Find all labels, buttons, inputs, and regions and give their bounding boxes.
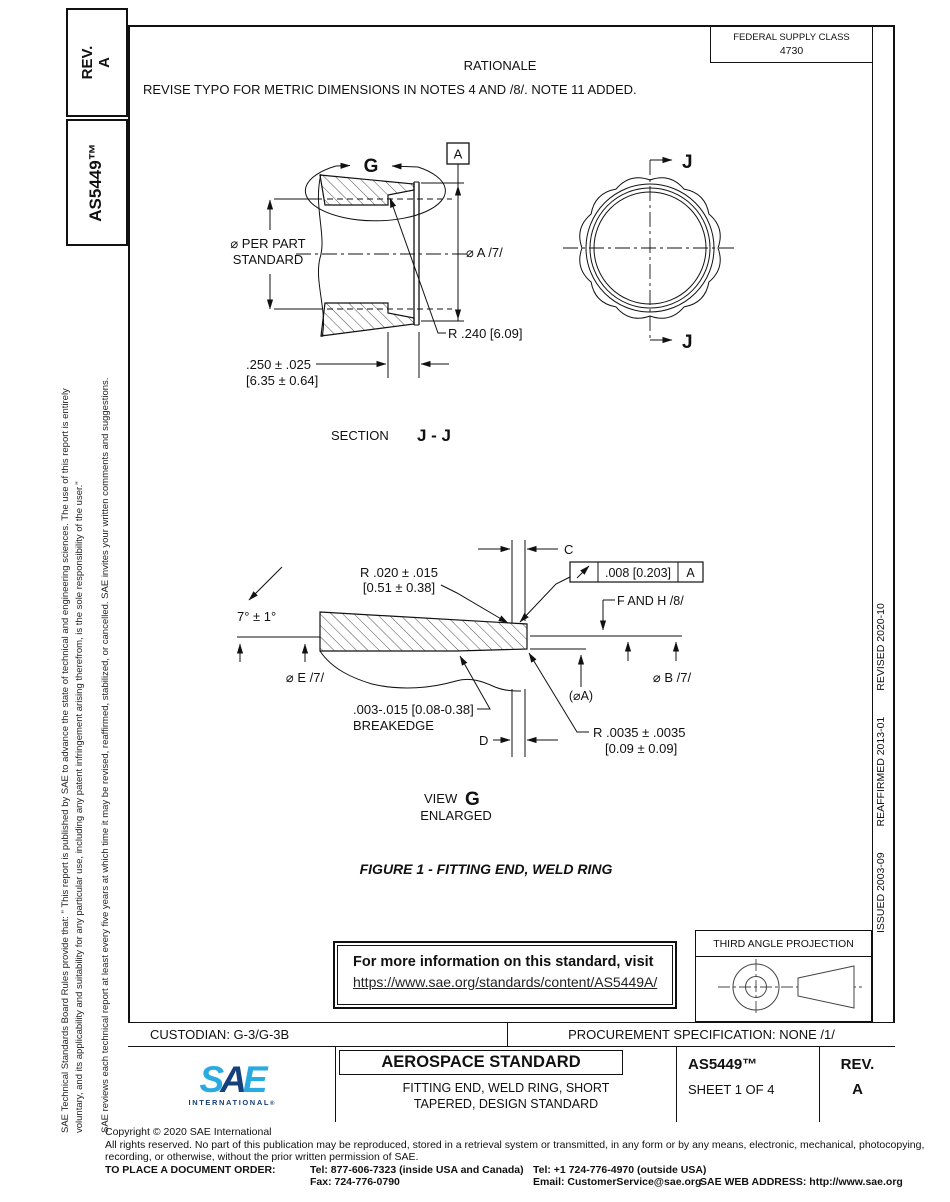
sae-logo-letter-e: E [242, 1058, 268, 1100]
doc-number: AS5449™ [86, 143, 105, 222]
standard-title-line2: TAPERED, DESIGN STANDARD [413, 1097, 599, 1111]
fax: Fax: 724-776-0790 [310, 1176, 400, 1188]
revision-history: ISSUED 2003-09 REAFFIRMED 2013-01 REVISE… [875, 575, 893, 933]
datum-a-letter: A [454, 147, 463, 162]
sidebar-disclaimer-line2: voluntary, and its applicability and sui… [73, 481, 85, 1133]
third-angle-projection-icon [718, 959, 862, 1015]
radius-0035-mm: [0.09 ± 0.09] [605, 741, 677, 756]
title-block: SAE INTERNATIONAL® AEROSPACE STANDARD FI… [128, 1046, 895, 1122]
dia-per-part-line2: STANDARD [233, 252, 304, 267]
title-block-sheet: SHEET 1 OF 4 [688, 1082, 775, 1097]
view-sub: ENLARGED [420, 808, 492, 823]
dia-a-ref-label: (⌀A) [569, 689, 593, 703]
width-250-dim: .250 ± .025 [6.35 ± 0.64] [246, 332, 449, 388]
radius-020-mm: [0.51 ± 0.38] [363, 580, 435, 595]
info-box: For more information on this standard, v… [333, 941, 677, 1009]
dim-c-label: C [564, 542, 573, 557]
view-g-arrow-label: G [364, 156, 379, 177]
figure-caption: FIGURE 1 - FITTING END, WELD RING [360, 861, 613, 877]
width-250-in: .250 ± .025 [246, 357, 311, 372]
dia-per-part-line1: ⌀ PER PART [230, 236, 305, 251]
sae-logo: SAE INTERNATIONAL® [188, 1061, 275, 1107]
width-250-mm: [6.35 ± 0.64] [246, 373, 318, 388]
view-name: G [465, 789, 480, 810]
reaffirmed-date: REAFFIRMED 2013-01 [875, 716, 887, 827]
rationale-title: RATIONALE [463, 58, 537, 73]
sidebar-review-note: SAE reviews each technical report at lea… [99, 255, 119, 1133]
title-block-doc-number: AS5449™ [688, 1056, 758, 1073]
info-box-text: For more information on this standard, v… [353, 954, 654, 970]
breakedge-label: BREAKEDGE [353, 718, 434, 733]
revised-date: REVISED 2020-10 [875, 603, 887, 691]
cut-j-top-label: J [682, 152, 693, 173]
runout-feature-control-frame: .008 [0.203] A [519, 561, 704, 623]
title-block-rev-label: REV. [840, 1056, 875, 1073]
procurement-cell: PROCUREMENT SPECIFICATION: NONE /1/ [568, 1027, 835, 1042]
section-label: SECTION [331, 428, 389, 443]
title-block-number-cell: AS5449™ SHEET 1 OF 4 [677, 1047, 820, 1122]
breakedge-dim: .003-.015 [0.08-0.38] [353, 702, 474, 717]
sae-logo-subtext: INTERNATIONAL [188, 1097, 271, 1107]
figure-1-drawing: G A ⌀ A /7/ ⌀ PER PART STANDARD R .240 [… [230, 142, 737, 877]
legal-block: Copyright © 2020 SAE International All r… [105, 1126, 945, 1189]
dia-b-label: ⌀ B /7/ [653, 670, 692, 685]
issued-date: ISSUED 2003-09 [875, 852, 887, 933]
sae-standard-link[interactable]: https://www.sae.org/standards/content/AS… [353, 974, 658, 990]
angle-label: 7° ± 1° [237, 609, 276, 624]
standard-title-line1: FITTING END, WELD RING, SHORT [402, 1081, 610, 1095]
third-angle-projection-box: THIRD ANGLE PROJECTION [695, 930, 872, 1022]
view-g-drawing: C .008 [0.203] A R .020 ± .015 [0.51 ± 0… [236, 540, 704, 757]
fsc-value: 4730 [779, 45, 804, 57]
tel-intl: Tel: +1 724-776-4970 (outside USA) [533, 1163, 707, 1176]
right-column-divider [872, 25, 873, 1022]
title-block-logo-cell: SAE INTERNATIONAL® [128, 1047, 336, 1122]
per-part-standard-dim: ⌀ PER PART STANDARD [230, 198, 322, 310]
runout-symbol-icon [576, 565, 590, 579]
runout-value: .008 [0.203] [605, 566, 671, 580]
doc-number-box: AS5449™ [66, 119, 128, 246]
end-view-drawing: J J [563, 152, 737, 353]
radius-240-label: R .240 [6.09] [448, 326, 522, 341]
section-j-j-drawing: G A ⌀ A /7/ ⌀ PER PART STANDARD R .240 [… [230, 142, 522, 388]
datum-a-flag: A [421, 142, 470, 322]
standard-type: AEROSPACE STANDARD [339, 1050, 623, 1075]
rev-box: REV. A [66, 8, 128, 117]
view-label: VIEW [424, 791, 458, 806]
sidebar-disclaimer-line1: SAE Technical Standards Board Rules prov… [60, 388, 71, 1133]
title-block-center-cell: AEROSPACE STANDARD FITTING END, WELD RIN… [336, 1047, 677, 1122]
runout-datum: A [686, 566, 695, 580]
sidebar-review-note-text: SAE reviews each technical report at lea… [100, 377, 111, 1133]
order-label: TO PLACE A DOCUMENT ORDER: [105, 1163, 276, 1176]
rev-label: REV. [79, 45, 96, 80]
rights-line2: recording, or otherwise, without the pri… [105, 1151, 419, 1163]
third-angle-projection-label: THIRD ANGLE PROJECTION [696, 931, 871, 957]
federal-supply-class-box: FEDERAL SUPPLY CLASS 4730 [710, 27, 872, 63]
rev-value: A [96, 57, 113, 68]
sae-logo-letter-s: S [199, 1058, 224, 1100]
dia-a-label: ⌀ A /7/ [466, 245, 503, 260]
web-address: SAE WEB ADDRESS: http://www.sae.org [700, 1176, 903, 1188]
sae-logo-reg: ® [270, 1100, 275, 1107]
title-block-rev-cell: REV. A [820, 1047, 895, 1122]
fsc-label: FEDERAL SUPPLY CLASS [733, 32, 850, 43]
tel-us: Tel: 877-606-7323 (inside USA and Canada… [310, 1163, 524, 1176]
custodian-row: CUSTODIAN: G-3/G-3B PROCUREMENT SPECIFIC… [128, 1022, 895, 1046]
custodian-cell: CUSTODIAN: G-3/G-3B [128, 1023, 508, 1046]
title-block-rev-value: A [852, 1081, 863, 1098]
dim-d-label: D [479, 733, 488, 748]
section-name: J - J [417, 426, 451, 445]
revision-note: REVISE TYPO FOR METRIC DIMENSIONS IN NOT… [143, 82, 637, 97]
email: Email: CustomerService@sae.org [533, 1176, 702, 1188]
f-and-h-label: F AND H /8/ [617, 594, 684, 608]
sidebar-disclaimer: SAE Technical Standards Board Rules prov… [59, 255, 93, 1133]
sae-logo-letter-a: A [220, 1058, 247, 1100]
radius-0035-in: R .0035 ± .0035 [593, 725, 685, 740]
dia-e-label: ⌀ E /7/ [286, 670, 325, 685]
radius-020-in: R .020 ± .015 [360, 565, 438, 580]
cut-j-bottom-label: J [682, 332, 693, 353]
copyright-line: Copyright © 2020 SAE International [105, 1126, 272, 1138]
rights-line1: All rights reserved. No part of this pub… [105, 1138, 925, 1151]
